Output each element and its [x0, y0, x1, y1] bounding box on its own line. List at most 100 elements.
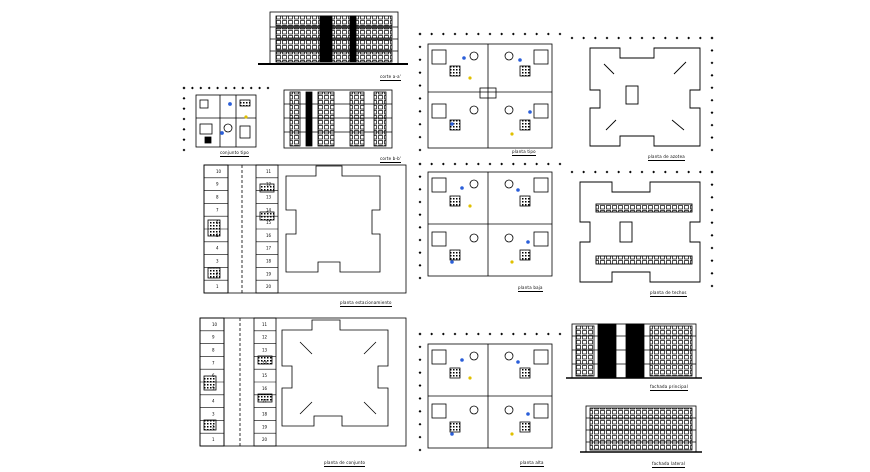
stall-number: 13	[266, 195, 272, 200]
grid-marker	[476, 32, 480, 36]
stall-number: 20	[266, 284, 272, 289]
grid-marker	[698, 170, 702, 174]
stall-number: 4	[216, 246, 219, 251]
reference-markers	[182, 32, 714, 452]
label-section-b: corte b-b'	[380, 156, 402, 163]
stall-number: 19	[262, 424, 268, 429]
stall-number: 15	[262, 373, 268, 378]
grid-marker	[418, 276, 422, 280]
label-parking-plan: planta estacionamiento	[340, 300, 392, 307]
grid-marker	[710, 170, 714, 174]
grid-marker	[182, 107, 186, 111]
grid-marker	[418, 71, 422, 75]
grid-marker	[500, 332, 504, 336]
grid-marker	[233, 86, 236, 90]
stall-number: 1	[216, 284, 219, 289]
stall-number: 6	[216, 220, 219, 225]
grid-marker	[418, 263, 422, 267]
grid-marker	[675, 170, 679, 174]
grid-marker	[687, 170, 691, 174]
grid-marker	[418, 332, 422, 336]
grid-marker	[418, 384, 422, 387]
grid-marker	[418, 97, 422, 100]
stall-number: 17	[266, 246, 272, 251]
label-plan-roof: planta de azotea	[648, 154, 685, 161]
stall-number: 19	[266, 271, 272, 276]
stall-number: 3	[216, 259, 219, 264]
facade-side-drawing	[580, 405, 702, 453]
stall-number: 4	[212, 399, 215, 404]
grid-marker	[500, 162, 504, 166]
grid-marker	[488, 162, 492, 166]
grid-marker	[582, 36, 586, 40]
stall-number: 15	[266, 220, 272, 225]
grid-marker	[558, 32, 562, 36]
label-facade-side: fachada lateral	[652, 461, 686, 468]
grid-marker	[418, 135, 422, 139]
grid-marker	[628, 170, 632, 174]
grid-marker	[465, 162, 469, 166]
grid-marker	[710, 195, 714, 199]
grid-marker	[418, 409, 422, 413]
grid-marker	[430, 32, 434, 36]
plan-typical-drawing	[427, 43, 553, 149]
stall-number: 10	[216, 169, 222, 174]
grid-marker	[698, 36, 702, 40]
grid-marker	[488, 332, 492, 336]
grid-marker	[216, 86, 219, 90]
stall-number: 10	[212, 322, 218, 327]
grid-marker	[570, 36, 574, 40]
grid-marker	[675, 36, 679, 40]
grid-marker	[182, 127, 186, 131]
grid-marker	[182, 117, 186, 121]
grid-marker	[710, 284, 714, 288]
grid-marker	[418, 109, 422, 113]
grid-marker	[593, 170, 597, 174]
grid-marker	[418, 187, 422, 191]
grid-marker	[418, 422, 422, 426]
grid-marker	[418, 238, 422, 242]
grid-marker	[430, 162, 434, 166]
grid-marker	[710, 61, 714, 65]
grid-marker	[418, 32, 422, 36]
grid-marker	[605, 170, 609, 174]
grid-marker	[453, 332, 457, 336]
grid-marker	[710, 73, 714, 77]
grid-marker	[418, 45, 422, 49]
facade-main-drawing	[566, 323, 702, 379]
stall-number: 16	[266, 233, 272, 238]
stall-number: 11	[266, 169, 272, 174]
label-plan-typical: planta tipo	[512, 149, 536, 156]
plan-roof-drawing	[589, 47, 701, 147]
label-plan-upper: planta alta	[520, 460, 544, 467]
stall-number: 2	[212, 424, 215, 429]
grid-marker	[182, 138, 186, 142]
grid-marker	[582, 170, 586, 174]
grid-marker	[465, 32, 469, 36]
grid-marker	[199, 86, 203, 90]
grid-marker	[182, 148, 186, 152]
label-facade-main: fachada principal	[650, 384, 688, 391]
grid-marker	[710, 183, 714, 187]
grid-marker	[418, 371, 422, 375]
grid-marker	[453, 32, 457, 36]
stall-number: 14	[262, 360, 268, 365]
grid-marker	[418, 148, 422, 152]
grid-marker	[207, 86, 211, 90]
grid-marker	[535, 332, 539, 336]
plan-upper-drawing	[427, 343, 553, 449]
grid-marker	[249, 86, 253, 90]
grid-marker	[546, 32, 550, 36]
grid-marker	[710, 98, 714, 102]
grid-marker	[605, 36, 609, 40]
label-plan-ground: planta baja	[518, 285, 543, 292]
grid-marker	[418, 345, 422, 349]
stall-number: 18	[266, 259, 272, 264]
grid-marker	[710, 221, 714, 225]
grid-marker	[191, 86, 194, 90]
label-section-a: corte a-a'	[380, 74, 402, 81]
plan-stairs-drawing	[579, 181, 701, 283]
